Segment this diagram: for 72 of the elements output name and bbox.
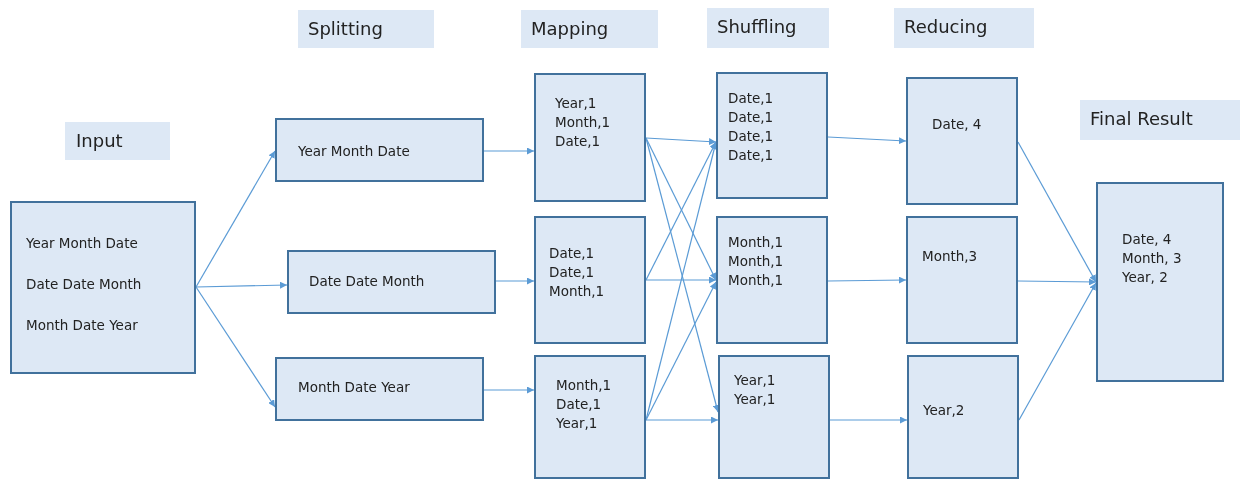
stage-title: Splitting: [308, 18, 384, 39]
arrow: [827, 136, 907, 145]
box-text: Year,1: [734, 391, 777, 407]
arrow: [1017, 278, 1097, 286]
box-text: Month,1: [728, 253, 785, 269]
stage-header: [298, 10, 434, 48]
box-text: Date,1: [549, 245, 596, 261]
process-box: [275, 357, 484, 421]
box-text: Month,1: [556, 377, 613, 393]
box-text: Date,1: [556, 396, 603, 412]
stage-title: Final Result: [1090, 108, 1194, 129]
box-text: Year,1: [556, 415, 599, 431]
box-text: Month,1: [549, 283, 606, 299]
box-text: Year,1: [555, 95, 598, 111]
box-text: Date, 4: [1122, 231, 1173, 247]
box-text: Year Month Date: [298, 143, 411, 159]
box-text: Date,1: [728, 128, 775, 144]
arrow: [495, 277, 535, 285]
arrow: [645, 137, 717, 146]
process-box: [10, 201, 196, 374]
box-text: Month,1: [728, 272, 785, 288]
box-text: Date Date Month: [26, 276, 143, 292]
stage-header: [521, 10, 658, 48]
arrow: [645, 416, 719, 424]
stage-title: Shuffling: [717, 16, 798, 37]
stage-title: Mapping: [531, 18, 610, 39]
process-box: [1096, 182, 1224, 382]
box-text: Date,1: [728, 109, 775, 125]
stage-header: [894, 8, 1034, 48]
box-text: Month,1: [555, 114, 612, 130]
process-box: [287, 250, 496, 314]
process-box: [906, 77, 1018, 205]
box-text: Year,1: [734, 372, 777, 388]
process-box: [534, 216, 646, 344]
arrow: [827, 276, 907, 284]
arrow: [1018, 282, 1097, 421]
box-text: Month,1: [728, 234, 785, 250]
stage-header: [65, 122, 170, 160]
stage-title: Reducing: [904, 16, 989, 37]
box-text: Month, 3: [1122, 250, 1183, 266]
process-box: [534, 355, 646, 479]
process-box: [906, 216, 1018, 344]
arrow: [195, 150, 276, 288]
box-text: Month Date Year: [26, 317, 139, 333]
arrow: [1017, 141, 1097, 283]
arrow: [195, 281, 288, 289]
arrow: [483, 147, 535, 155]
box-text: Date Date Month: [309, 273, 426, 289]
stage-header: [1080, 100, 1240, 140]
process-box: [534, 73, 646, 202]
box-text: Date,1: [728, 147, 775, 163]
arrow: [829, 416, 908, 424]
box-text: Year, 2: [1122, 269, 1169, 285]
process-box: [275, 118, 484, 182]
stage-header: [707, 8, 829, 48]
box-text: Date,1: [728, 90, 775, 106]
process-box: [718, 355, 830, 479]
arrow: [645, 281, 717, 421]
arrow: [645, 276, 717, 284]
box-text: Year Month Date: [26, 235, 139, 251]
stage-title: Input: [76, 130, 124, 151]
box-text: Date,1: [549, 264, 596, 280]
process-box: [716, 216, 828, 344]
box-text: Date,1: [555, 133, 602, 149]
box-text: Month Date Year: [298, 379, 411, 395]
process-box: [907, 355, 1019, 479]
box-text: Month,3: [922, 248, 979, 264]
arrow: [483, 386, 535, 394]
process-box: [716, 72, 828, 199]
arrow: [195, 286, 276, 408]
box-text: Year,2: [923, 402, 966, 418]
box-text: Date, 4: [932, 116, 983, 132]
